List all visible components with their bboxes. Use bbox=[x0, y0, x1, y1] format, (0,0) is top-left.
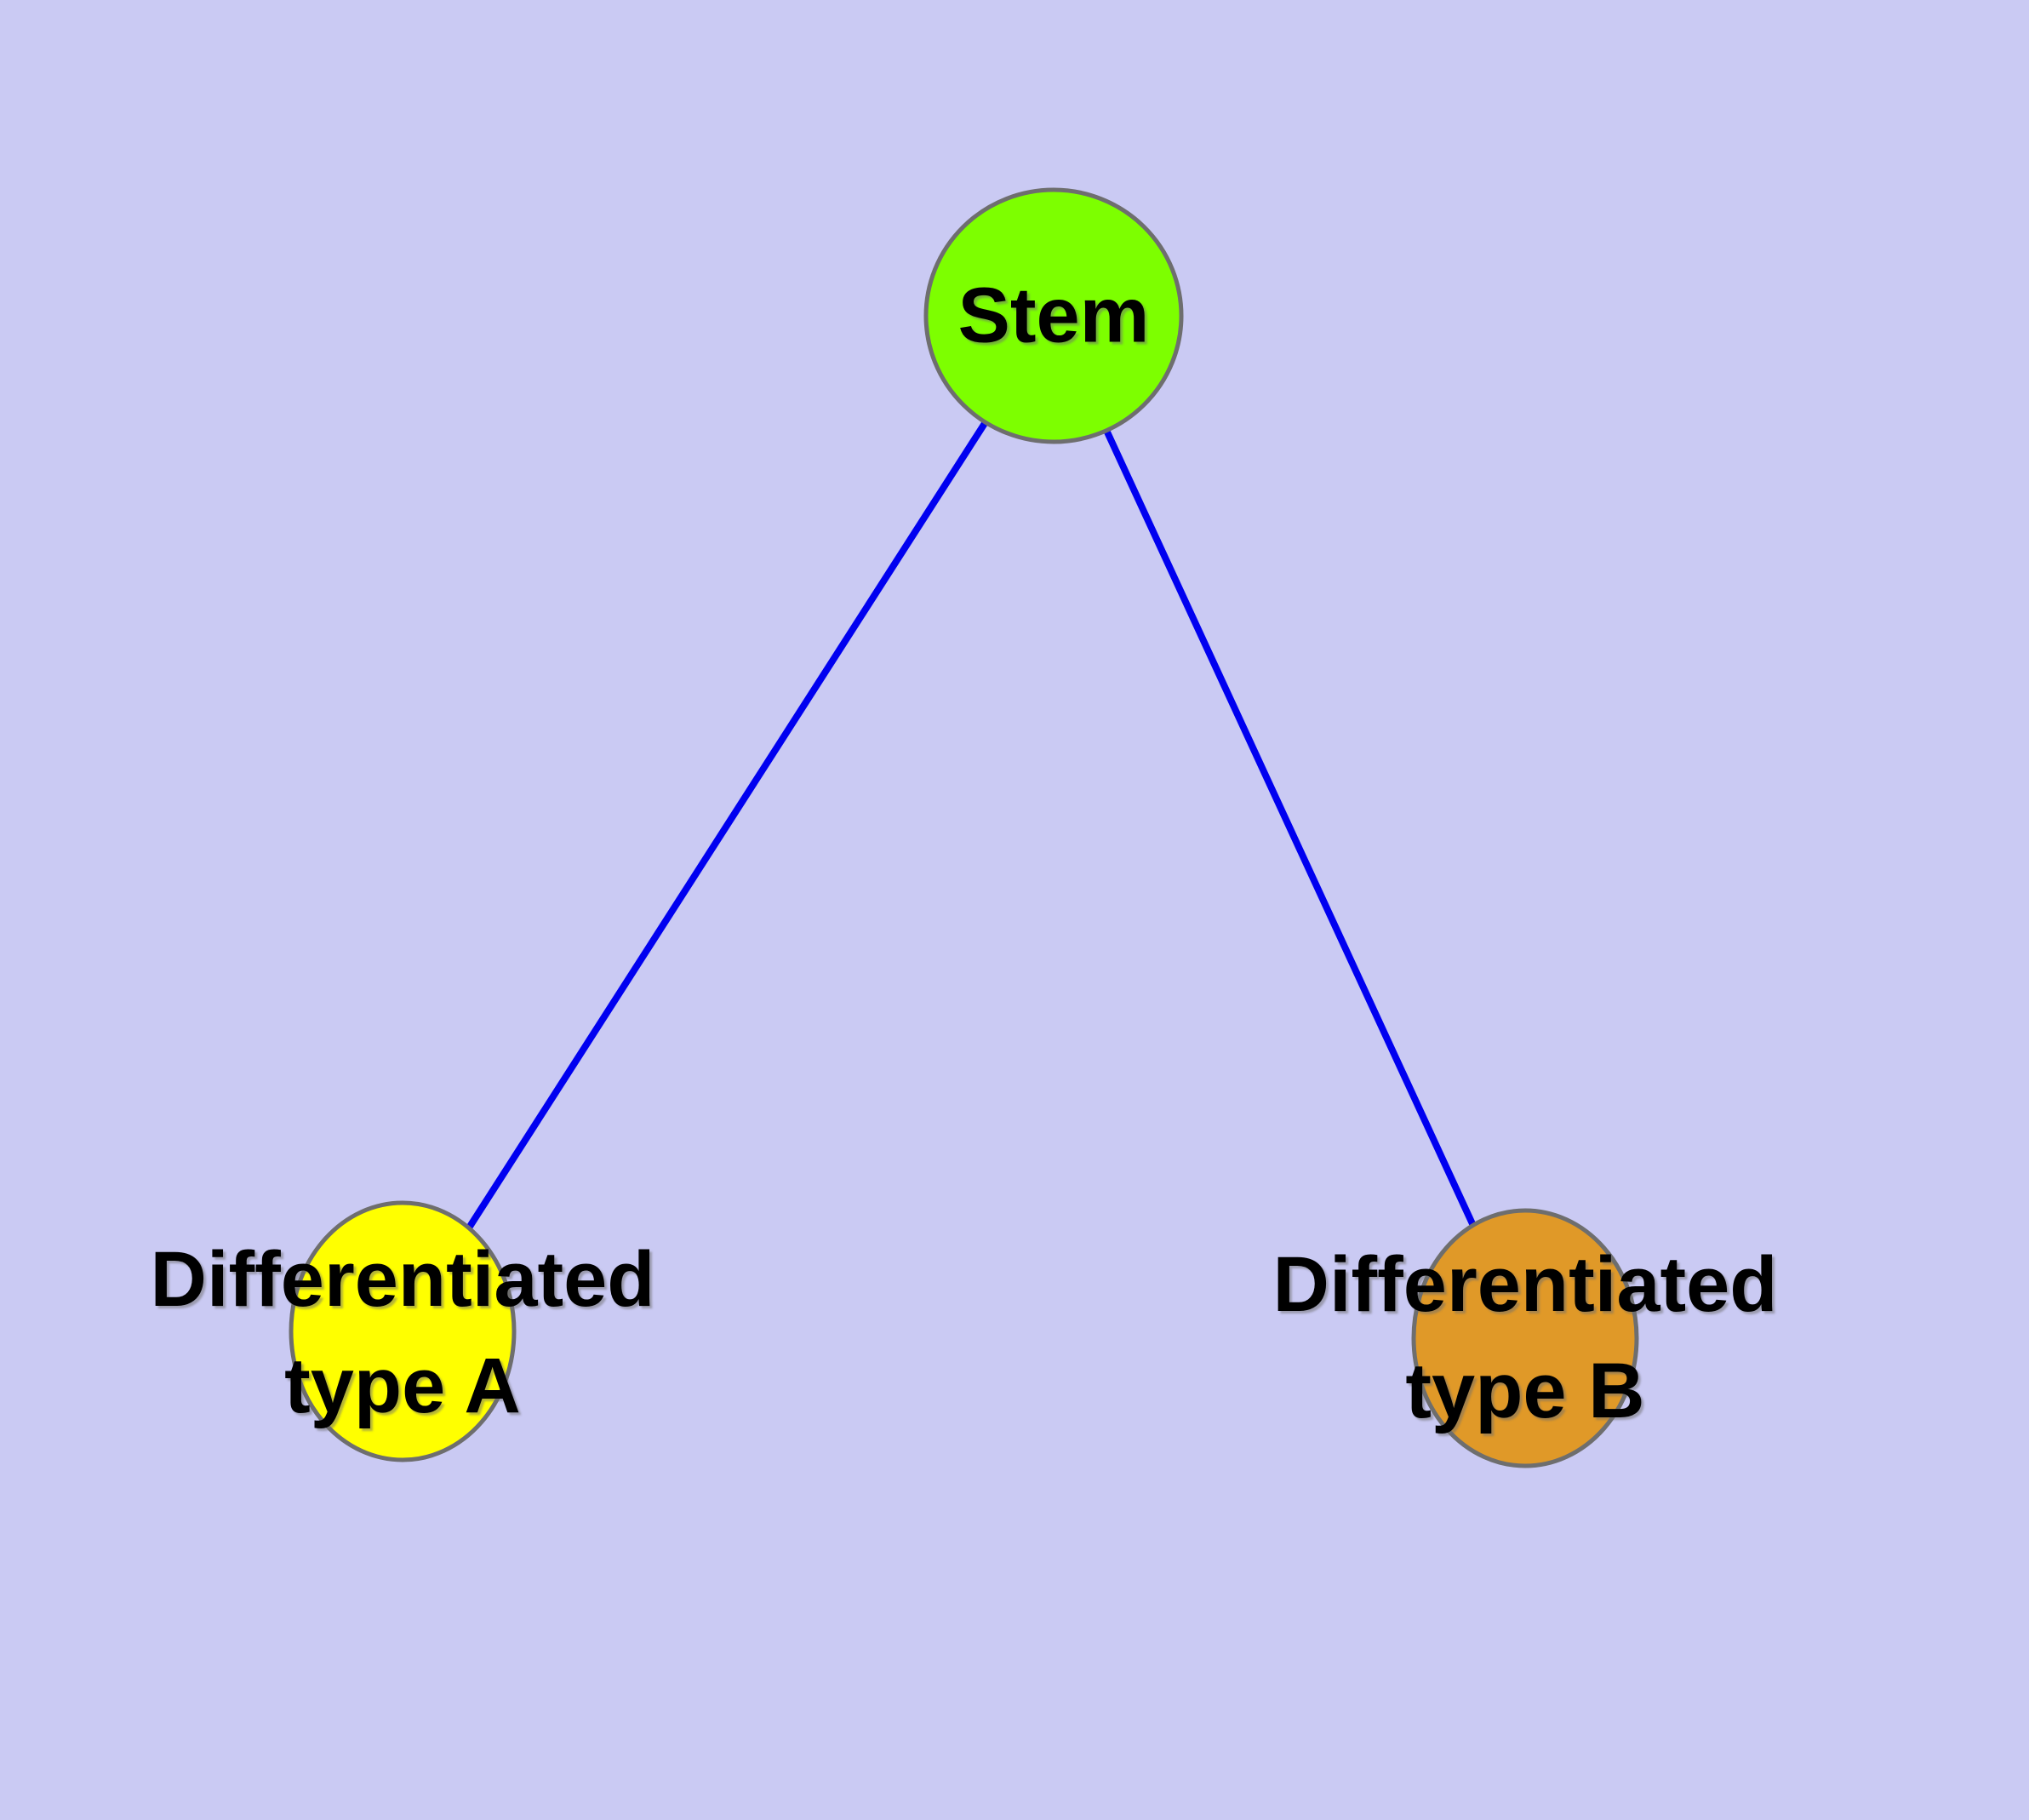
type-a-node-circle bbox=[289, 1200, 517, 1462]
stem-node-circle bbox=[923, 187, 1184, 444]
edge-stem-to-type-a bbox=[399, 313, 1057, 1334]
type-b-node-circle bbox=[1411, 1208, 1639, 1468]
edge-stem-to-type-b bbox=[1050, 314, 1529, 1340]
